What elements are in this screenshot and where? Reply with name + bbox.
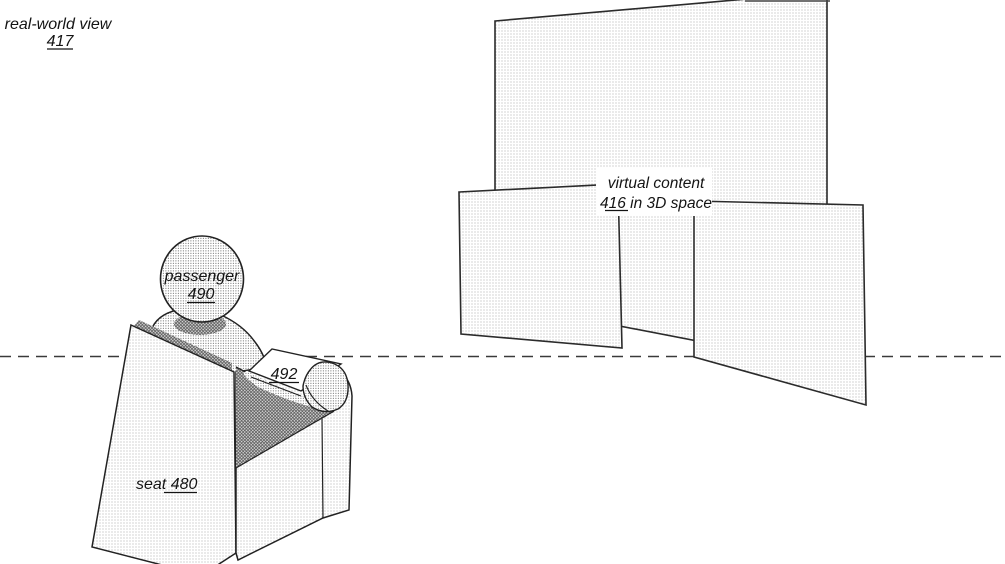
ref-416: 416 — [600, 195, 626, 212]
virtual-panel-right — [693, 200, 867, 407]
seat-word: seat — [136, 476, 171, 493]
seat-back — [91, 323, 237, 564]
virtual-content-label: virtual content 416 in 3D space — [596, 167, 712, 216]
device-ref: 492 — [271, 366, 298, 383]
ref-416-rest: in 3D space — [626, 195, 713, 212]
view-caption-line1: real-world view — [5, 16, 113, 33]
seat-label: seat 480 — [136, 476, 197, 493]
hand — [302, 361, 349, 413]
thumb-line — [305, 384, 329, 412]
virtual-content-label-line1: virtual content — [608, 175, 705, 192]
passenger-hand — [302, 361, 349, 413]
passenger-ref: 490 — [188, 286, 215, 303]
lap-seat-boundary — [235, 410, 335, 469]
view-caption: real-world view 417 — [5, 16, 113, 50]
seat-ref: 480 — [171, 476, 198, 493]
device-thickness-edge — [250, 376, 302, 397]
view-caption-ref: 417 — [47, 33, 75, 50]
figure-labels: passenger 490 492 seat 480 — [136, 268, 299, 494]
virtual-content-label-line2: 416 in 3D space — [600, 195, 712, 212]
armrest-front-edge — [321, 417, 324, 519]
passenger-head — [159, 235, 245, 323]
passenger-label: passenger — [164, 268, 240, 285]
device-492 — [247, 348, 343, 397]
lap-shadow — [236, 367, 334, 468]
device-surface — [247, 348, 343, 392]
virtual-panel-left — [458, 183, 623, 349]
label-background-box — [596, 167, 712, 216]
